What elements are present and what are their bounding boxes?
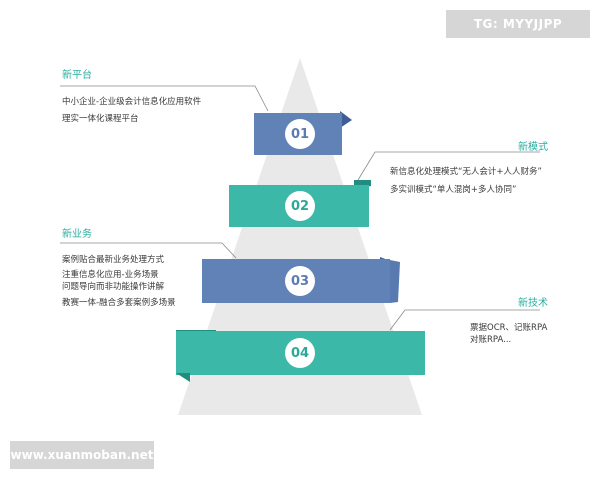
site-watermark: www.xuanmoban.net <box>10 441 154 469</box>
technology-heading: 新技术 <box>518 298 548 309</box>
technology-line-2: 对账RPA... <box>470 335 512 345</box>
model-heading: 新模式 <box>518 142 548 153</box>
model-line-2: 多实训模式“单人混岗+多人协同” <box>390 185 517 195</box>
platform-line-1: 中小企业-企业级会计信息化应用软件 <box>62 97 202 107</box>
level-number-03: 03 <box>285 266 315 296</box>
model-line-1: 新信息化处理模式“无人会计+人人财务” <box>390 167 542 177</box>
platform-line-2: 理实一体化课程平台 <box>62 114 139 124</box>
pyramid <box>178 58 422 415</box>
business-line-3: 问题导向而非功能操作讲解 <box>62 282 165 292</box>
connector-lines <box>60 85 540 331</box>
level-number-04: 04 <box>285 338 315 368</box>
connector-model <box>357 151 540 181</box>
level-number-01: 01 <box>285 119 315 149</box>
level-number-02: 02 <box>285 191 315 221</box>
connector-platform <box>60 85 269 112</box>
connector-business <box>60 242 237 259</box>
business-line-1: 案例贴合最新业务处理方式 <box>62 255 165 265</box>
business-line-4: 教赛一体-融合多套案例多场景 <box>62 298 176 308</box>
technology-line-1: 票据OCR、记账RPA <box>470 323 548 333</box>
tg-watermark: TG: MYYJJPP <box>446 10 590 38</box>
business-line-2: 注重信息化应用-业务场景 <box>62 270 159 280</box>
business-heading: 新业务 <box>62 229 92 240</box>
connector-technology <box>389 309 540 331</box>
platform-heading: 新平台 <box>62 70 92 81</box>
